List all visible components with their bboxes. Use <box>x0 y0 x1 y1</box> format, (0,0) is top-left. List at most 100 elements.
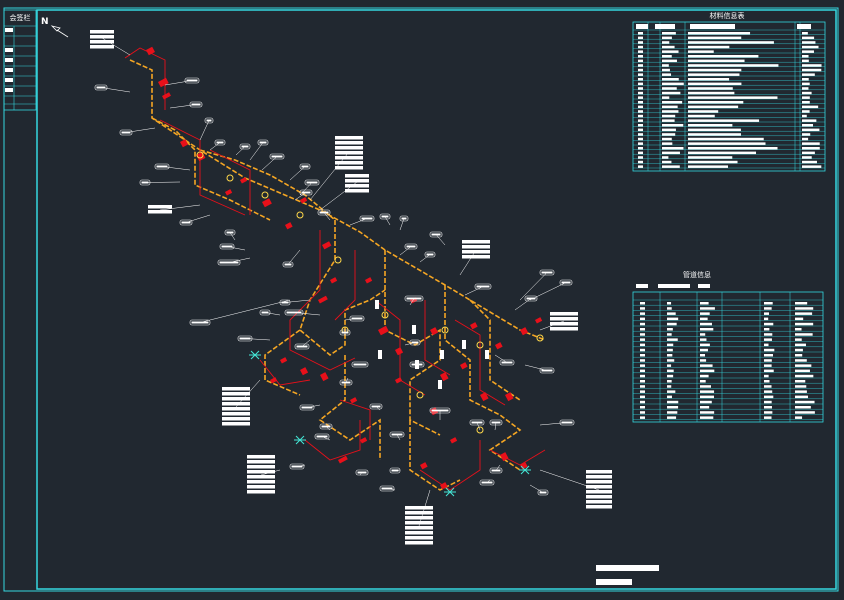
leader-line <box>100 87 131 93</box>
pipe-cell-mark <box>795 302 808 305</box>
label-tag <box>405 541 433 545</box>
label-tag-outline <box>94 84 108 91</box>
material-cell-mark <box>802 133 811 136</box>
label-tag <box>405 521 433 525</box>
pipe-line-red <box>454 319 506 406</box>
label-tag <box>335 156 363 160</box>
pipe-cell-mark <box>640 302 645 305</box>
leader-line <box>529 282 567 301</box>
material-cell-mark <box>802 82 810 86</box>
material-cell-mark <box>662 73 672 76</box>
material-cell-mark <box>638 128 643 132</box>
material-cell-mark <box>688 64 779 67</box>
junction-node <box>476 341 484 349</box>
label-tag <box>191 103 201 106</box>
pipe-cell-mark <box>700 390 715 393</box>
label-tag <box>259 141 267 144</box>
pipe-cell-mark <box>700 322 712 326</box>
label-tag <box>222 407 250 411</box>
pipe-cell-mark <box>700 333 706 336</box>
label-tag <box>90 40 114 44</box>
label-tag <box>219 261 239 264</box>
label-tag-outline <box>429 231 443 238</box>
material-cell-mark <box>638 36 643 40</box>
junction-node <box>226 174 234 182</box>
label-tag <box>345 179 369 183</box>
pipe-cell-mark <box>640 416 645 419</box>
pipe-cell-mark <box>640 390 645 393</box>
valve-symbol <box>444 487 456 497</box>
label-tag <box>405 511 433 515</box>
valve-mark <box>462 340 466 349</box>
pipe-cell-mark <box>640 380 645 383</box>
pipe-cell-mark <box>795 380 806 383</box>
material-cell-mark <box>662 82 684 86</box>
pipe-fitting <box>146 46 155 56</box>
pipe-cell-mark <box>640 395 645 399</box>
material-cell-mark <box>638 41 643 44</box>
material-cell-mark <box>638 147 643 150</box>
label-tag <box>371 405 381 408</box>
material-cell-mark <box>688 124 733 127</box>
label-tag <box>90 35 114 39</box>
label-tag <box>405 531 433 535</box>
pipe-cell-mark <box>667 333 672 336</box>
material-cell-mark <box>638 133 643 136</box>
title-block-bar <box>596 565 659 571</box>
pipe-cell-mark <box>764 369 774 373</box>
label-tag <box>301 165 309 168</box>
label-tag <box>550 327 578 331</box>
material-cell-mark <box>802 128 820 132</box>
panel-text-mark <box>5 78 13 82</box>
material-cell-mark <box>802 105 819 109</box>
label-tag <box>586 480 612 484</box>
label-tag <box>186 79 198 82</box>
pipe-line-orange <box>469 299 521 401</box>
material-cell-mark <box>802 110 810 113</box>
valve-mark <box>378 350 382 359</box>
leader-line <box>249 142 264 161</box>
pipe-fitting <box>495 342 503 350</box>
material-cell-mark <box>802 45 819 49</box>
material-cell-mark <box>638 73 643 76</box>
label-tag-outline <box>389 431 405 438</box>
label-tag <box>586 495 612 499</box>
pipe-header-mark <box>636 284 648 288</box>
label-tag <box>586 470 612 474</box>
material-cell-mark <box>802 165 822 168</box>
label-tag <box>550 322 578 326</box>
material-cell-mark <box>688 36 742 40</box>
material-cell-mark <box>688 160 738 164</box>
pipe-cell-mark <box>795 385 807 388</box>
label-tag <box>481 481 493 484</box>
material-header-mark <box>690 24 735 29</box>
material-cell-mark <box>662 45 675 49</box>
pipe-cell-mark <box>667 302 672 305</box>
label-tag <box>226 231 234 234</box>
label-tag <box>281 301 289 304</box>
material-cell-mark <box>638 165 643 168</box>
pipe-cell-mark <box>764 395 774 399</box>
label-tag <box>426 253 434 256</box>
label-tag <box>335 151 363 155</box>
label-tag-outline <box>314 433 330 440</box>
leader-line <box>459 249 477 276</box>
pipe-fitting <box>439 372 449 382</box>
pipe-cell-mark <box>667 364 672 367</box>
leader-line <box>519 272 548 301</box>
leader-line <box>349 218 368 226</box>
pipe-cell-mark <box>795 328 802 331</box>
junction-node <box>476 426 484 434</box>
pipe-cell-mark <box>764 307 772 310</box>
label-tag <box>345 174 369 178</box>
material-cell-mark <box>638 124 643 127</box>
label-tag-outline <box>399 215 409 222</box>
leader-line <box>494 354 508 363</box>
material-cell-mark <box>638 64 643 67</box>
pipe-cell-mark <box>700 359 707 362</box>
material-header-mark <box>797 24 811 29</box>
material-cell-mark <box>688 156 733 159</box>
label-tag <box>335 161 363 165</box>
pipe-fitting <box>285 222 293 230</box>
material-cell-mark <box>802 124 814 127</box>
